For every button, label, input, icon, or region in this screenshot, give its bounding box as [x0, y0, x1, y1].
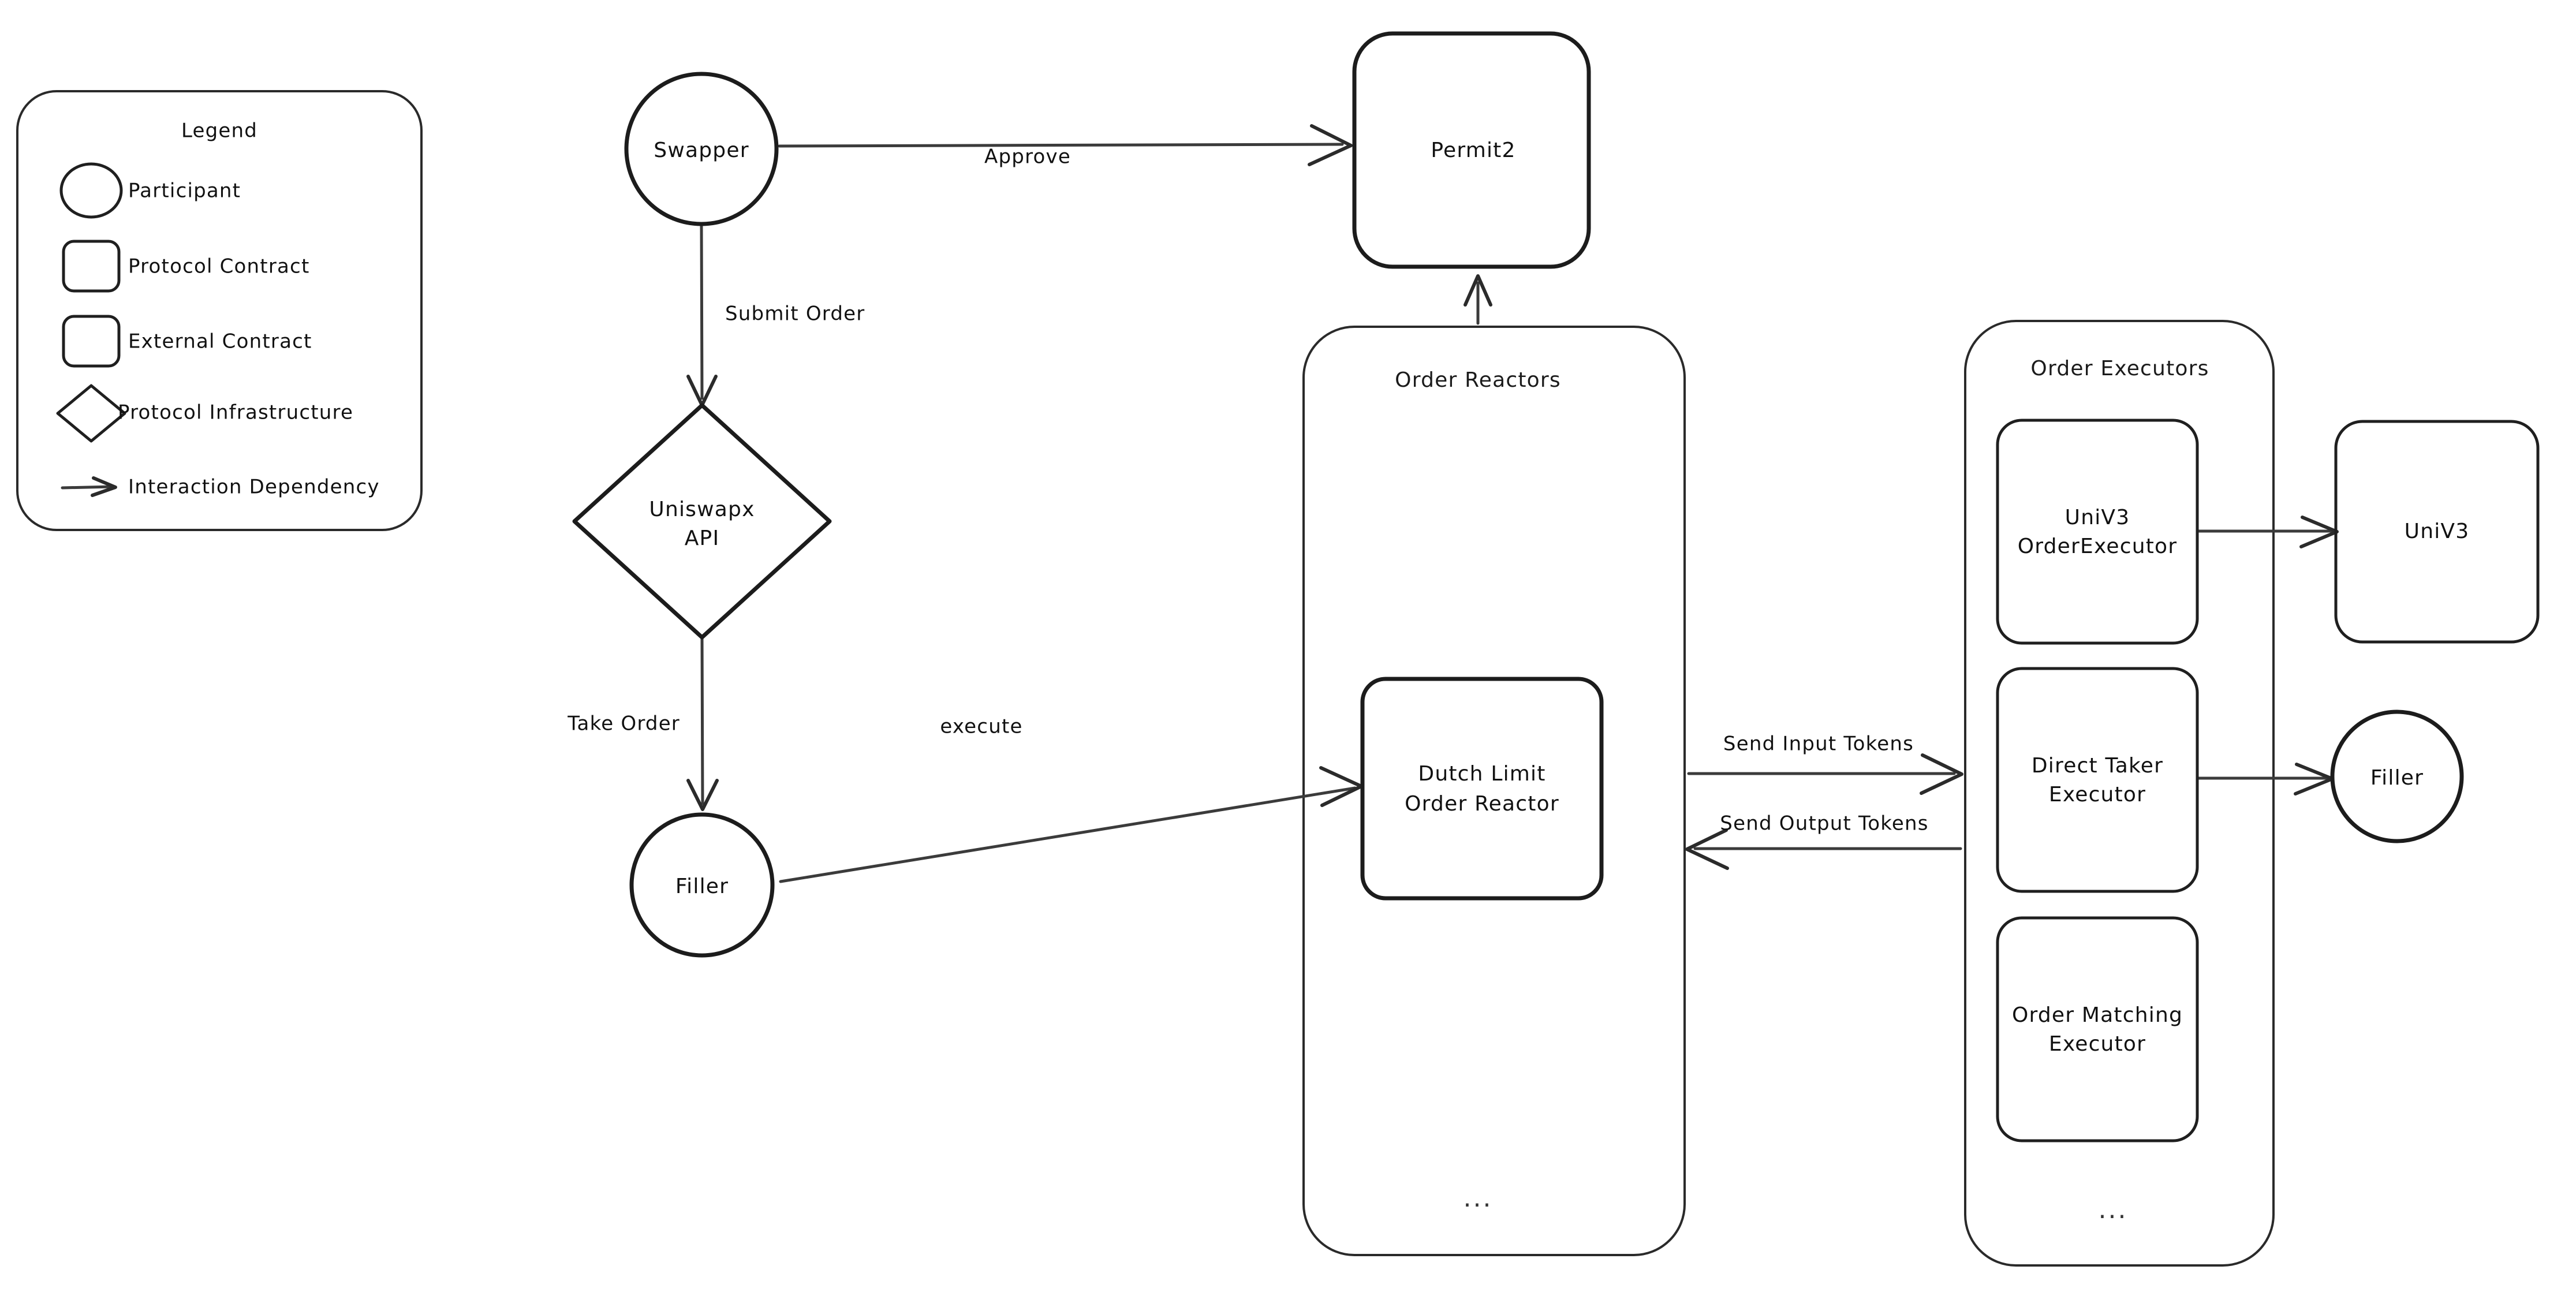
- node-order-matching-executor-label-line1: Order Matching: [2012, 1003, 2183, 1027]
- interaction-dependency-arrow: [61, 476, 117, 497]
- edge-approve: Approve: [778, 124, 1353, 169]
- participant-swatch: [59, 162, 123, 219]
- node-direct-taker-executor-label-line2: Executor: [2049, 783, 2146, 806]
- node-dutch-limit-order-reactor-label-line1: Dutch Limit: [1418, 762, 1545, 786]
- group-order-reactors-ellipsis: ...: [1464, 1183, 1493, 1213]
- legend-title: Legend: [181, 120, 257, 143]
- node-filler-left[interactable]: Filler: [629, 812, 775, 958]
- external-contract-swatch: [62, 315, 121, 368]
- node-dutch-limit-order-reactor-label-line2: Order Reactor: [1405, 792, 1559, 816]
- edge-send-output-tokens: Send Output Tokens: [1685, 812, 1962, 870]
- node-univ3-orderexecutor[interactable]: UniV3 OrderExecutor: [1996, 419, 2199, 645]
- legend-item-external-contract-label: External Contract: [128, 330, 312, 353]
- node-univ3[interactable]: UniV3: [2334, 420, 2540, 644]
- edge-send-output-tokens-label: Send Output Tokens: [1720, 812, 1928, 835]
- group-order-reactors-title: Order Reactors: [1395, 368, 1561, 392]
- legend-item-participant-label: Participant: [128, 180, 241, 203]
- protocol-contract-swatch: [62, 240, 121, 293]
- node-permit2[interactable]: Permit2: [1352, 31, 1591, 269]
- node-uniswapx-api-label-line1: Uniswapx: [649, 498, 755, 521]
- node-uniswapx-api-label-line2: API: [685, 526, 720, 550]
- node-swapper[interactable]: Swapper: [624, 72, 779, 226]
- node-univ3-orderexecutor-label-line2: OrderExecutor: [2018, 535, 2178, 558]
- edge-send-input-tokens-label: Send Input Tokens: [1723, 733, 1914, 756]
- edge-submit-order-label: Submit Order: [725, 303, 865, 326]
- legend-panel: Legend Participant Protocol Contract Ext…: [16, 90, 423, 531]
- edge-send-input-tokens: Send Input Tokens: [1687, 733, 1963, 795]
- edge-take-order: Take Order: [567, 636, 719, 811]
- node-filler-right-label: Filler: [2370, 766, 2424, 790]
- node-univ3-orderexecutor-label-line1: UniV3: [2065, 506, 2130, 529]
- edge-reactors-to-permit2: [1464, 274, 1492, 325]
- node-univ3-label: UniV3: [2405, 520, 2470, 543]
- edge-execute-label: execute: [940, 715, 1022, 738]
- edge-univ3-executor-to-univ3: [2196, 516, 2339, 548]
- node-order-matching-executor[interactable]: Order Matching Executor: [1996, 916, 2199, 1142]
- node-filler-right[interactable]: Filler: [2330, 709, 2464, 843]
- node-direct-taker-executor[interactable]: Direct Taker Executor: [1996, 667, 2199, 893]
- legend-item-interaction-dependency-label: Interaction Dependency: [128, 476, 380, 499]
- group-order-reactors: Order Reactors ...: [1302, 326, 1686, 1256]
- protocol-infrastructure-swatch: [56, 384, 126, 443]
- node-swapper-label: Swapper: [654, 139, 749, 162]
- edge-submit-order: Submit Order: [686, 225, 865, 407]
- edge-execute: execute: [779, 715, 1363, 883]
- node-direct-taker-executor-label-line1: Direct Taker: [2032, 754, 2163, 778]
- group-order-executors-title: Order Executors: [2030, 357, 2209, 380]
- node-dutch-limit-order-reactor[interactable]: Dutch Limit Order Reactor: [1360, 677, 1604, 901]
- legend-item-protocol-infrastructure-label: Protocol Infrastructure: [118, 401, 353, 424]
- group-order-executors: Order Executors ...: [1964, 320, 2275, 1267]
- node-uniswapx-api[interactable]: Uniswapx API: [572, 403, 832, 640]
- edge-direct-taker-to-filler: [2196, 763, 2334, 796]
- edge-approve-label: Approve: [984, 145, 1071, 169]
- node-filler-left-label: Filler: [675, 875, 729, 898]
- edge-take-order-label: Take Order: [567, 712, 680, 735]
- group-order-executors-ellipsis: ...: [2099, 1195, 2128, 1224]
- node-order-matching-executor-label-line2: Executor: [2049, 1032, 2146, 1056]
- node-permit2-label: Permit2: [1431, 139, 1515, 162]
- legend-item-protocol-contract-label: Protocol Contract: [128, 255, 309, 278]
